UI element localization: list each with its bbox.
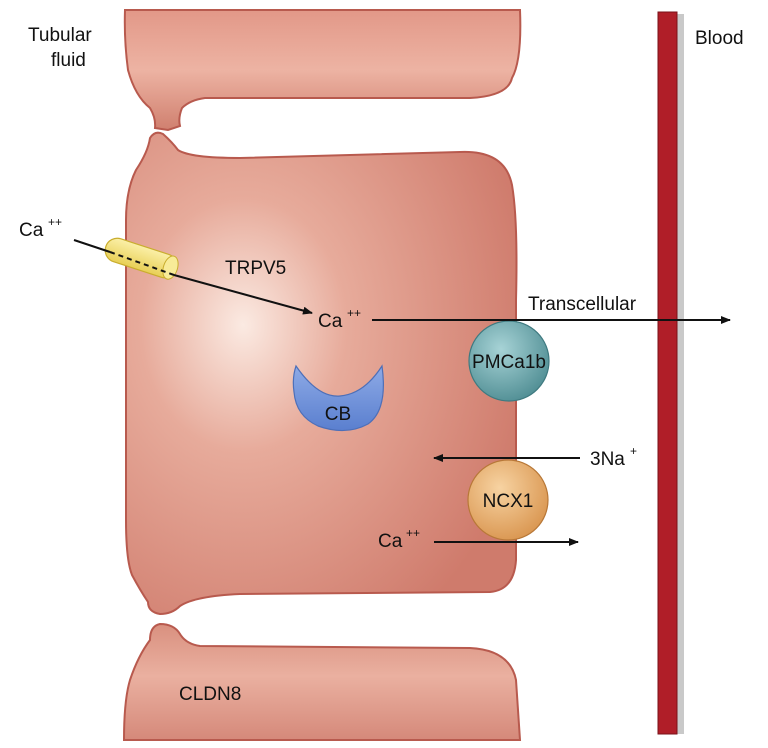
sodium-charge: + [630, 444, 637, 458]
blood-label: Blood [695, 28, 744, 49]
ca-exit-label: Ca [378, 531, 403, 552]
ca-entry-arrow [173, 274, 313, 315]
ca-entry-arrow-channel [109, 251, 175, 276]
ncx1-label: NCX1 [483, 491, 534, 512]
cb-label: CB [325, 404, 351, 425]
ca-cytosol-label: Ca [318, 311, 343, 332]
trpv5-label: TRPV5 [225, 258, 286, 279]
cldn8-label: CLDN8 [179, 684, 241, 705]
main-cell [125, 131, 518, 616]
calbindin-shape [292, 364, 384, 432]
ca-entry-arrow-outside [73, 239, 111, 253]
blood-vessel-wall [657, 11, 678, 735]
tubular-fluid-label-line2: fluid [51, 50, 86, 71]
sodium-label: 3Na [590, 449, 625, 470]
ca-cytosol-charge: ++ [347, 306, 361, 320]
trpv5-channel [104, 237, 179, 280]
lower-cell [122, 622, 522, 741]
pmca1b-label: PMCa1b [472, 352, 546, 373]
ca-entry-label: Ca [19, 220, 44, 241]
ca-exit-charge: ++ [406, 526, 420, 540]
blood-vessel-shadow [676, 14, 684, 734]
tubular-fluid-label-line1: Tubular [28, 25, 92, 46]
ncx1-exchanger [467, 459, 549, 541]
transcellular-label: Transcellular [528, 294, 637, 315]
ca-entry-charge: ++ [48, 215, 62, 229]
upper-cell [123, 9, 522, 132]
